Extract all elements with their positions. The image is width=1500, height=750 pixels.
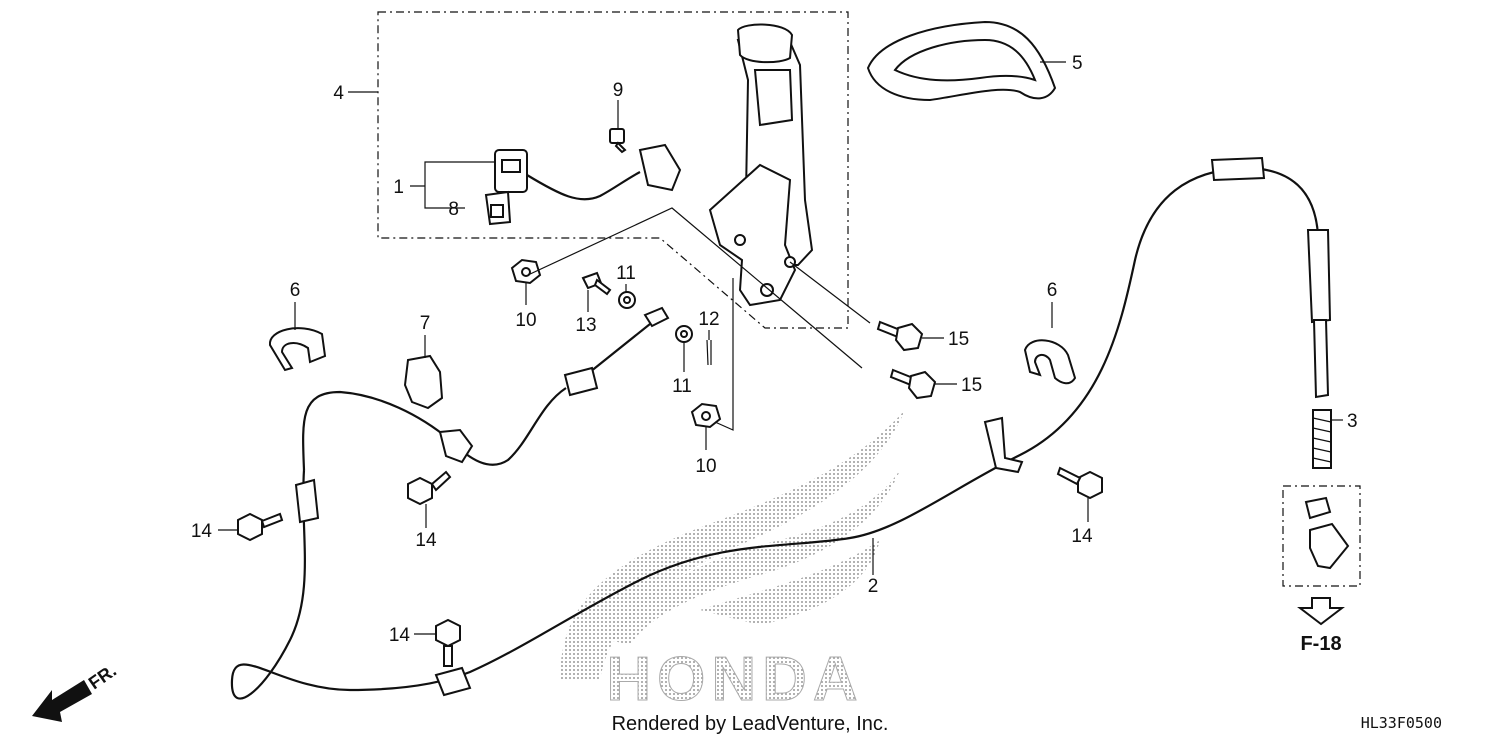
spring-3 (1312, 409, 1332, 469)
callout-11-upper: 11 (616, 263, 636, 284)
callout-6-right: 6 (1047, 280, 1058, 301)
callout-7: 7 (420, 313, 431, 334)
leader-lines (218, 61, 1343, 635)
cable-clips (294, 416, 1024, 697)
clip-8 (484, 190, 512, 226)
honda-watermark-text: HONDA (606, 645, 863, 714)
callout-6-left: 6 (290, 280, 301, 301)
callout-15-lower: 15 (961, 375, 982, 396)
brake-switch (494, 143, 682, 201)
callout-13: 13 (575, 315, 596, 336)
nut-10b (690, 402, 722, 429)
reference-arrow (1297, 597, 1345, 626)
render-credit: Rendered by LeadVenture, Inc. (612, 713, 889, 735)
clamp-6a (269, 327, 327, 372)
callout-12: 12 (698, 309, 719, 330)
washer-11b-hole (680, 330, 688, 338)
clamp-7 (403, 354, 444, 410)
callout-1: 1 (393, 177, 404, 198)
callout-14-right: 14 (1071, 526, 1093, 547)
ref-part-clip (1309, 522, 1350, 570)
bolt-14c (435, 618, 461, 667)
washer-11a-hole (623, 296, 631, 304)
callout-3: 3 (1347, 411, 1358, 432)
lever-boot (866, 20, 1057, 102)
bolt-15a (876, 320, 924, 352)
ref-part-collar (1304, 496, 1332, 520)
rear-brake-cable (230, 166, 1320, 700)
assembly-box-ref (1282, 485, 1361, 587)
callout-10-lower: 10 (695, 456, 716, 477)
callout-14-center: 14 (415, 530, 437, 551)
bolt-14a (237, 512, 284, 542)
assembly-box-4 (377, 11, 849, 329)
callout-14-bottom: 14 (389, 625, 411, 646)
callout-14-left: 14 (191, 521, 213, 542)
honda-wing-watermark (560, 410, 905, 680)
callout-11-lower: 11 (672, 376, 692, 397)
front-direction-label: FR. (85, 660, 120, 693)
callout-2: 2 (868, 576, 879, 597)
callout-15-upper: 15 (948, 329, 969, 350)
cotter-pin-12 (706, 339, 712, 366)
front-brake-cable (302, 306, 670, 471)
front-direction-arrow (32, 680, 92, 722)
brake-lever (708, 23, 814, 307)
bolt-15b (889, 368, 937, 400)
cable-end-fittings (1210, 156, 1332, 399)
callout-4: 4 (333, 83, 344, 104)
nut-10a (510, 258, 542, 285)
callout-8: 8 (448, 199, 459, 220)
bolt-9 (609, 128, 627, 154)
bolt-14b (407, 470, 452, 506)
diagram-code: HL33F0500 (1361, 714, 1442, 732)
bolt-14d (1056, 466, 1103, 500)
reference-page-label: F-18 (1300, 633, 1341, 655)
pin-13 (581, 271, 612, 296)
callout-5: 5 (1072, 53, 1083, 74)
clamp-6b (1023, 339, 1077, 385)
callout-9: 9 (613, 80, 624, 101)
callout-10-upper: 10 (515, 310, 536, 331)
